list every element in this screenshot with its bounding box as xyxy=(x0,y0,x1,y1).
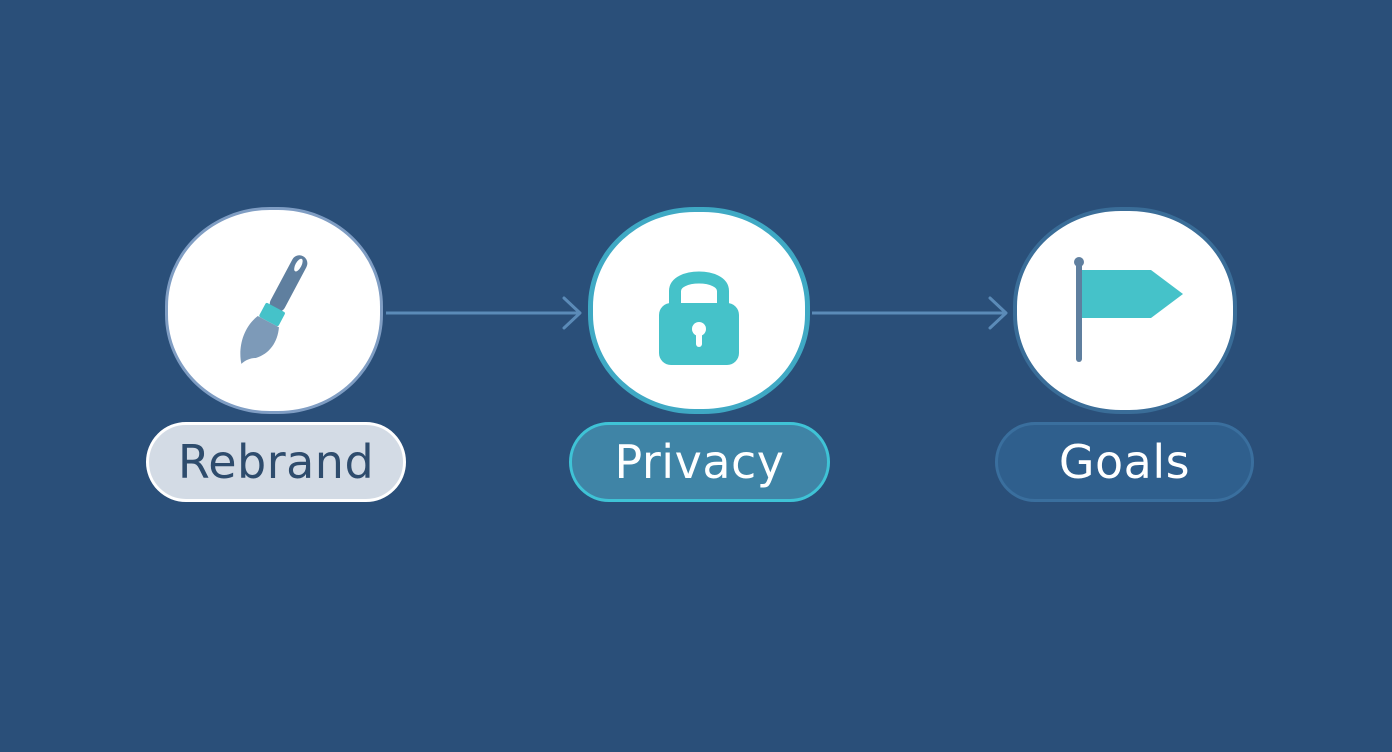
step-rebrand-node xyxy=(165,207,383,414)
step-goals-label: Goals xyxy=(995,422,1254,502)
lock-icon xyxy=(659,271,739,365)
step-privacy-node xyxy=(588,207,810,414)
flag-icon xyxy=(1074,256,1183,362)
step-privacy-label: Privacy xyxy=(569,422,830,502)
arrow-rebrand-to-privacy xyxy=(386,296,582,330)
step-rebrand-label: Rebrand xyxy=(146,422,406,502)
step-goals-node xyxy=(1013,207,1237,414)
paintbrush-icon xyxy=(240,254,308,364)
arrow-privacy-to-goals xyxy=(812,296,1008,330)
